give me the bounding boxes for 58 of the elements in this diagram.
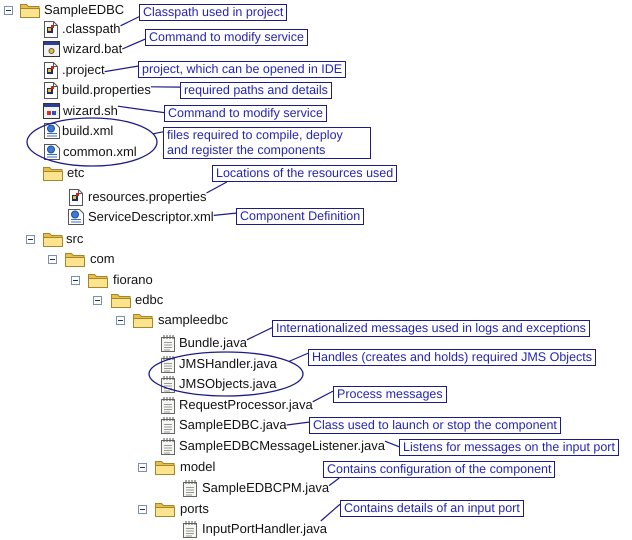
file-name: build.properties — [62, 82, 151, 98]
folder-name: sampleedbc — [158, 312, 228, 328]
file-name: JMSObjects.java — [179, 376, 277, 392]
file-name: SampleEDBCMessageListener.java — [179, 438, 385, 454]
callout-box: Classpath used in project — [139, 4, 288, 21]
leader-line — [328, 478, 340, 486]
callout-box: Handles (creates and holds) required JMS Objects — [308, 349, 596, 366]
file-name: SampleEDBCPM.java — [202, 480, 330, 496]
folder-name: src — [66, 231, 84, 247]
callout-box: Class used to launch or stop the component — [309, 417, 561, 434]
leader-line — [312, 390, 334, 402]
callout-box: Contains details of an input port — [340, 500, 524, 517]
callout-box: Listens for messages on the input port — [399, 439, 619, 456]
leader-line — [246, 327, 272, 340]
leader-line — [206, 181, 228, 194]
leader-line — [150, 86, 180, 88]
highlight-ellipse — [148, 351, 304, 397]
folder-name: com — [90, 251, 115, 267]
highlight-ellipse — [26, 117, 158, 167]
callout-box: Process messages — [333, 386, 447, 403]
leader-line — [286, 422, 310, 426]
leader-line — [152, 131, 164, 134]
file-name: Bundle.java — [179, 335, 247, 351]
file-name: ServiceDescriptor.xml — [88, 209, 214, 225]
callout-box: Command to modify service — [145, 29, 308, 46]
leader-line — [320, 504, 340, 522]
leader-line — [288, 352, 308, 362]
folder-name: fiorano — [113, 272, 153, 288]
file-name: .project — [62, 62, 105, 78]
callout-box: files required to compile, deploy and register the components — [163, 127, 371, 159]
folder-name: edbc — [135, 292, 164, 308]
file-name: InputPortHandler.java — [202, 521, 328, 537]
callout-box: Component Definition — [236, 208, 364, 225]
callout-box: Locations of the resources used — [212, 165, 398, 182]
leader-line — [120, 16, 140, 26]
leader-line — [122, 38, 146, 50]
file-name: resources.properties — [88, 189, 206, 205]
folder-name: model — [180, 459, 216, 475]
callout-box: project, which can be opened in IDE — [138, 61, 346, 78]
folder-name: ports — [180, 501, 209, 517]
file-name: build.xml — [62, 123, 114, 139]
callout-box: Command to modify service — [164, 105, 327, 122]
callout-box: Internationalized messages used in logs and exceptions — [272, 320, 590, 337]
file-name: SampleEDBC.java — [179, 417, 287, 433]
folder-name: etc — [67, 165, 84, 181]
folder-name: SampleEDBC — [44, 2, 124, 18]
file-name: wizard.sh — [63, 103, 118, 119]
callout-box: required paths and details — [180, 82, 332, 99]
leader-line — [118, 106, 164, 114]
leader-line — [104, 66, 138, 72]
file-name: wizard.bat — [63, 41, 122, 57]
file-name: RequestProcessor.java — [179, 397, 313, 413]
file-name: .classpath — [62, 21, 121, 37]
file-name: JMSHandler.java — [179, 356, 278, 372]
leader-line — [384, 440, 400, 448]
callout-box: Contains configuration of the component — [323, 461, 556, 478]
leader-line — [214, 212, 236, 216]
file-name: common.xml — [63, 144, 137, 160]
